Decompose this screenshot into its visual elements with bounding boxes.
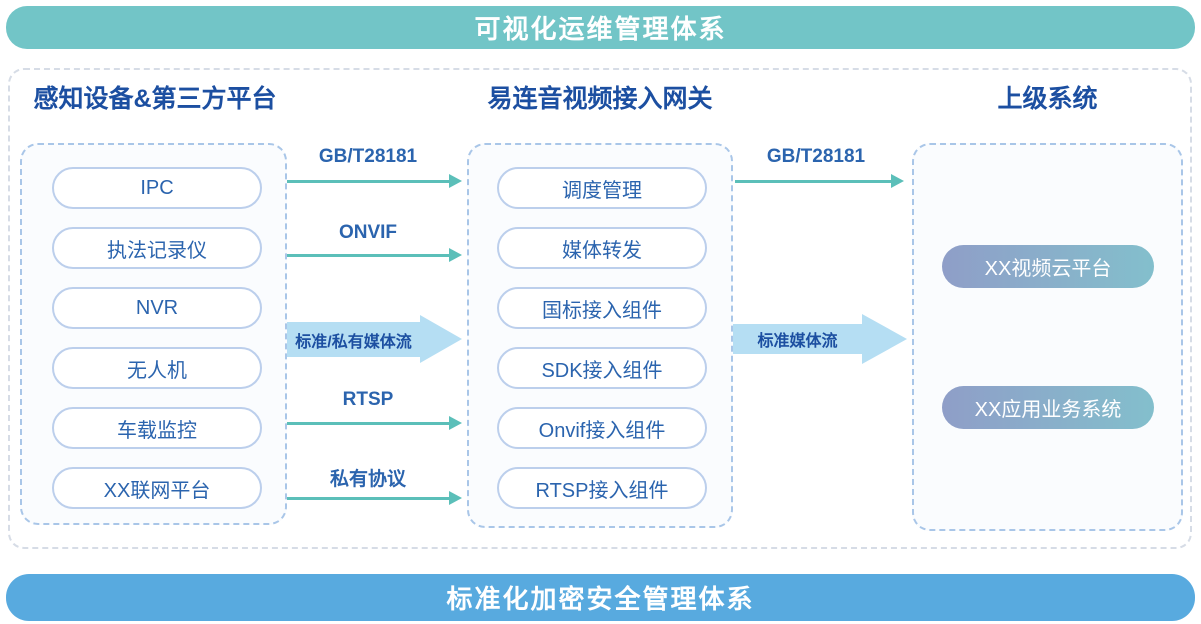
flow-label-gbt28181-right: GB/T28181 [766,146,866,167]
flow-line-gbt28181-right [735,180,891,183]
flow-label-gbt28181-left: GB/T28181 [318,146,418,167]
thick-arrow-right-icon [862,314,907,364]
device-item-vehicle-monitor: 车载监控 [52,407,262,449]
gateway-item-onvif-access: Onvif接入组件 [497,407,707,449]
device-item-drone: 无人机 [52,347,262,389]
arrow-right-icon [891,174,904,188]
media-stream-label-right: 标准媒体流 [757,333,838,350]
upper-item-video-cloud: XX视频云平台 [942,245,1154,288]
media-stream-arrow-left: 标准/私有媒体流 [287,322,420,357]
upper-item-business-system: XX应用业务系统 [942,386,1154,429]
flow-line-onvif [287,254,449,257]
flow-label-rtsp: RTSP [342,389,394,410]
arrow-right-icon [449,416,462,430]
flow-label-private-protocol: 私有协议 [329,469,406,490]
media-stream-arrow-right: 标准媒体流 [733,324,862,354]
gateway-item-dispatch: 调度管理 [497,167,707,209]
upper-column-title: 上级系统 [997,85,1098,113]
thick-arrow-right-icon [420,315,462,363]
media-stream-label-left: 标准/私有媒体流 [295,333,412,351]
flow-label-onvif: ONVIF [338,222,398,243]
top-banner: 可视化运维管理体系 [6,6,1195,49]
upper-group-box [912,143,1183,531]
arrow-right-icon [449,174,462,188]
flow-line-gbt28181-left [287,180,449,183]
device-item-body-camera: 执法记录仪 [52,227,262,269]
bottom-banner-label: 标准化加密安全管理体系 [446,584,755,614]
gateway-item-media-forward: 媒体转发 [497,227,707,269]
flow-line-rtsp [287,422,449,425]
gateway-item-sdk-access: SDK接入组件 [497,347,707,389]
device-item-network-platform: XX联网平台 [52,467,262,509]
gateway-column-title: 易连音视频接入网关 [487,85,713,113]
device-item-ipc: IPC [52,167,262,209]
devices-column-title: 感知设备&第三方平台 [33,85,277,113]
bottom-banner: 标准化加密安全管理体系 [6,574,1195,621]
gateway-item-rtsp-access: RTSP接入组件 [497,467,707,509]
flow-line-private-protocol [287,497,449,500]
gateway-item-gb-access: 国标接入组件 [497,287,707,329]
arrow-right-icon [449,248,462,262]
top-banner-label: 可视化运维管理体系 [474,14,727,44]
arrow-right-icon [449,491,462,505]
device-item-nvr: NVR [52,287,262,329]
